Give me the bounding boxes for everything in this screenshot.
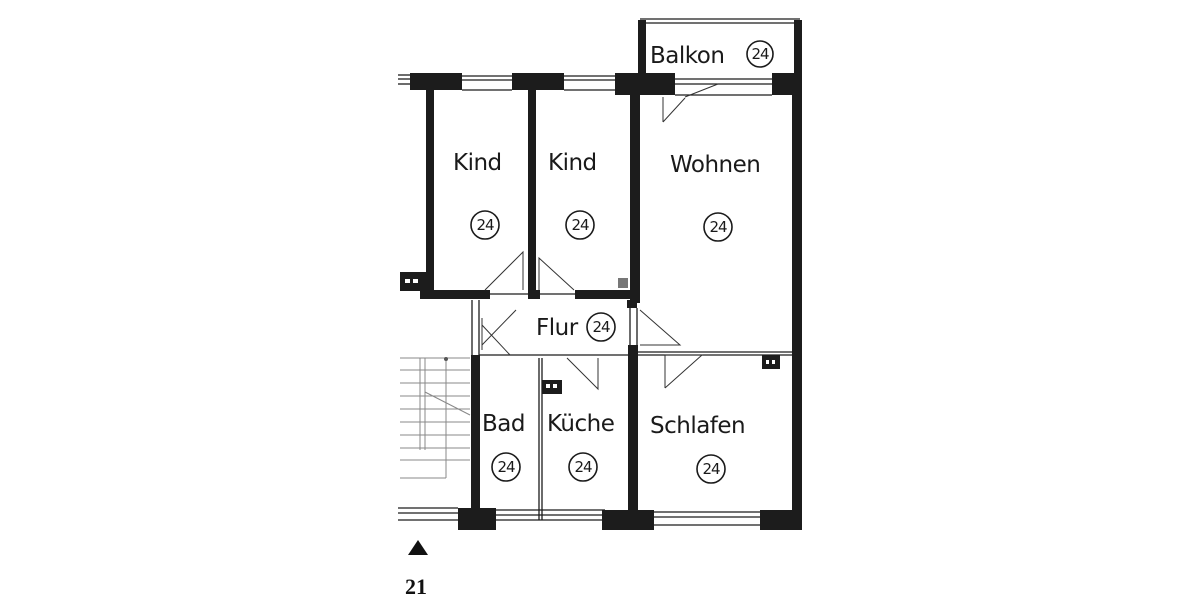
room-number-badge: 24: [702, 460, 720, 478]
room-number-badge: 24: [751, 45, 769, 63]
balcony: [638, 18, 802, 78]
room-number-badge: 24: [476, 216, 494, 234]
room-bad: Bad 24: [482, 411, 525, 482]
room-name: Wohnen: [670, 152, 760, 178]
top-wall: [398, 73, 802, 96]
plan-number: 21: [405, 574, 427, 599]
room-name: Küche: [547, 411, 614, 437]
triangle-up-icon: [408, 540, 428, 555]
room-schlafen: Schlafen 24: [650, 413, 746, 484]
room-name: Flur: [536, 315, 579, 341]
room-balkon: Balkon 24: [650, 40, 774, 69]
room-number-badge: 24: [571, 216, 589, 234]
room-name: Kind: [548, 150, 597, 176]
room-number-badge: 24: [574, 458, 592, 476]
room-number-badge: 24: [709, 218, 727, 236]
room-flur: Flur 24: [536, 312, 616, 342]
footer: 21: [405, 540, 428, 599]
walls: [398, 88, 802, 530]
room-number-badge: 24: [497, 458, 515, 476]
room-number-badge: 24: [592, 318, 610, 336]
room-kind-2: Kind 24: [548, 150, 597, 240]
room-kueche: Küche 24: [547, 411, 615, 482]
room-name: Balkon: [650, 43, 724, 69]
room-name: Bad: [482, 411, 525, 437]
room-name: Schlafen: [650, 413, 745, 439]
room-kind-1: Kind 24: [453, 150, 502, 240]
room-name: Kind: [453, 150, 502, 176]
staircase: [400, 357, 471, 479]
door-swings: [481, 83, 719, 391]
room-wohnen: Wohnen 24: [670, 152, 761, 242]
